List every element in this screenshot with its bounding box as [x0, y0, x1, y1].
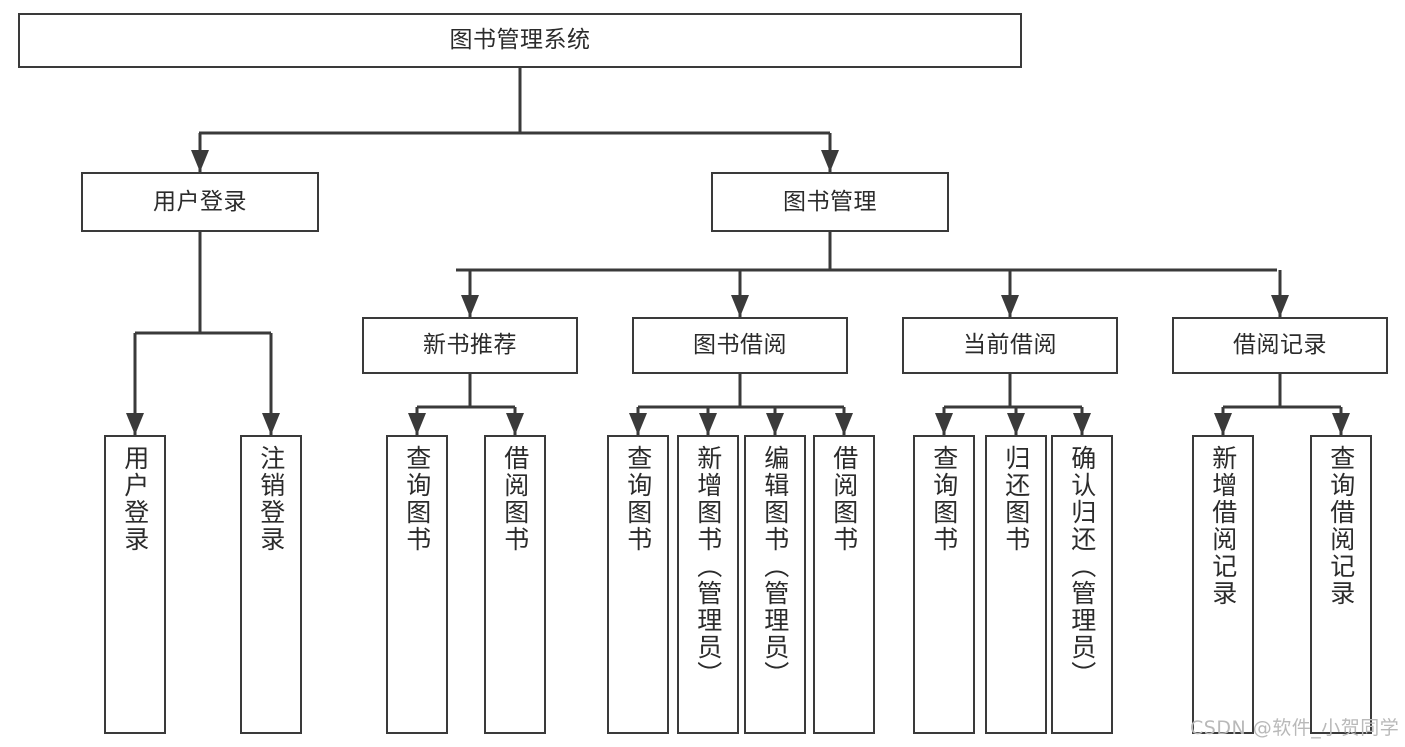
node-label: 用户登录	[120, 445, 150, 553]
node-login-2[interactable]: 注销登录	[240, 435, 302, 734]
arrowhead-borrow-2	[699, 413, 717, 435]
node-current[interactable]: 当前借阅	[902, 317, 1118, 374]
arrowhead-current-2	[1007, 413, 1025, 435]
node-current-3[interactable]: 确认归还（管理员）	[1051, 435, 1113, 734]
node-label: 查询图书	[929, 445, 959, 553]
node-label: 注销登录	[256, 445, 286, 553]
node-borrow[interactable]: 图书借阅	[632, 317, 848, 374]
arrowhead-current	[1001, 295, 1019, 317]
node-label: 新增图书（管理员）	[693, 445, 723, 688]
node-current-2[interactable]: 归还图书	[985, 435, 1047, 734]
arrowhead-records-2	[1332, 413, 1350, 435]
node-label: 用户登录	[153, 188, 247, 215]
node-label: 新增借阅记录	[1208, 445, 1238, 607]
node-records[interactable]: 借阅记录	[1172, 317, 1388, 374]
arrowhead-borrow-1	[629, 413, 647, 435]
node-login-1[interactable]: 用户登录	[104, 435, 166, 734]
arrowhead-borrow-3	[766, 413, 784, 435]
node-records-2[interactable]: 查询借阅记录	[1310, 435, 1372, 734]
arrowhead-login-2	[262, 413, 280, 435]
arrowhead-bookmgmt	[821, 150, 839, 172]
node-label: 查询图书	[402, 445, 432, 553]
node-records-1[interactable]: 新增借阅记录	[1192, 435, 1254, 734]
node-label: 确认归还（管理员）	[1067, 445, 1097, 688]
arrowhead-borrow-4	[835, 413, 853, 435]
node-current-1[interactable]: 查询图书	[913, 435, 975, 734]
node-label: 归还图书	[1001, 445, 1031, 553]
arrowhead-newbook-2	[506, 413, 524, 435]
node-newbook[interactable]: 新书推荐	[362, 317, 578, 374]
node-borrow-1[interactable]: 查询图书	[607, 435, 669, 734]
node-borrow-4[interactable]: 借阅图书	[813, 435, 875, 734]
arrowhead-current-1	[935, 413, 953, 435]
node-label: 借阅图书	[500, 445, 530, 553]
arrowhead-login-1	[126, 413, 144, 435]
node-label: 借阅记录	[1233, 332, 1327, 359]
node-label: 查询借阅记录	[1326, 445, 1356, 607]
arrowhead-borrow	[731, 295, 749, 317]
arrowhead-login	[191, 150, 209, 172]
node-newbook-2[interactable]: 借阅图书	[484, 435, 546, 734]
node-label: 编辑图书（管理员）	[760, 445, 790, 688]
arrowhead-current-3	[1073, 413, 1091, 435]
node-label: 图书借阅	[693, 332, 787, 359]
node-label: 新书推荐	[423, 332, 517, 359]
node-newbook-1[interactable]: 查询图书	[386, 435, 448, 734]
node-borrow-2[interactable]: 新增图书（管理员）	[677, 435, 739, 734]
arrowhead-records-1	[1214, 413, 1232, 435]
node-label: 借阅图书	[829, 445, 859, 553]
node-label: 查询图书	[623, 445, 653, 553]
node-login[interactable]: 用户登录	[81, 172, 319, 232]
node-label: 图书管理	[783, 188, 877, 215]
node-bookmgmt[interactable]: 图书管理	[711, 172, 949, 232]
arrowhead-newbook	[461, 295, 479, 317]
node-root[interactable]: 图书管理系统	[18, 13, 1022, 68]
node-label: 当前借阅	[963, 332, 1057, 359]
node-borrow-3[interactable]: 编辑图书（管理员）	[744, 435, 806, 734]
arrowhead-newbook-1	[408, 413, 426, 435]
node-label: 图书管理系统	[449, 27, 591, 54]
arrowhead-records	[1271, 295, 1289, 317]
